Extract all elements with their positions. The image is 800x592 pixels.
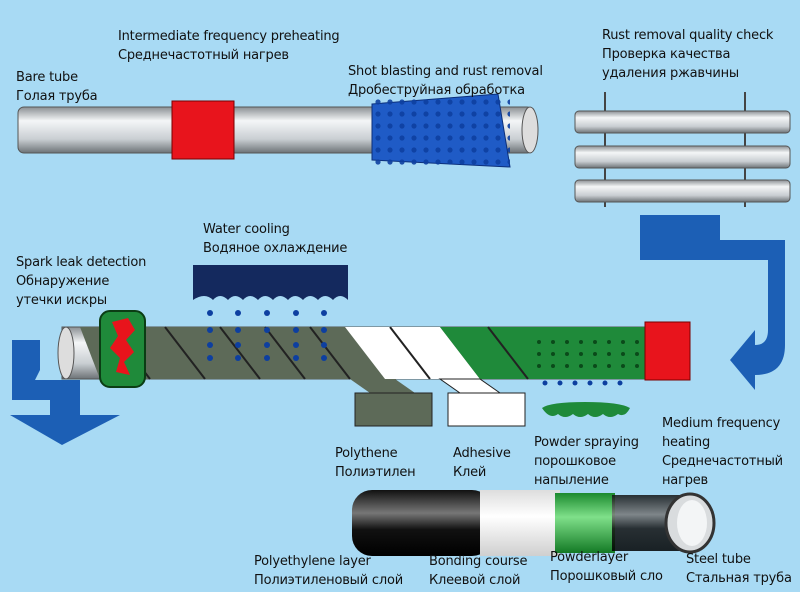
flow-arrow-out-icon — [10, 340, 120, 445]
powder-spray-nozzle — [542, 402, 630, 417]
medium-frequency-coil — [644, 321, 691, 381]
flow-arrow-down-icon — [640, 215, 785, 390]
adhesive-feed — [438, 378, 502, 394]
powder-spray-dots — [542, 380, 623, 386]
adhesive-box — [447, 392, 526, 427]
water-cooling-unit — [193, 265, 348, 316]
preheating-coil — [171, 100, 235, 160]
coated-tube-layers — [352, 490, 716, 556]
spark-detector-ring — [99, 310, 146, 388]
shot-blasting-unit — [371, 93, 511, 168]
polythene-box — [354, 392, 433, 427]
coating-pipe — [57, 326, 663, 380]
inspected-tubes — [574, 92, 791, 207]
polythene-feed — [350, 379, 415, 393]
